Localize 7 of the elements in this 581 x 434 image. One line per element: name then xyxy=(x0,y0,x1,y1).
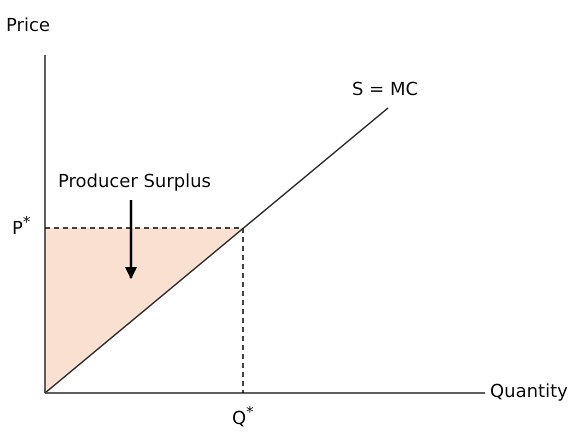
price-mark: P$^{*}$ xyxy=(12,214,30,239)
arrow xyxy=(124,200,138,280)
quantity-mark: Q$^{*}$ xyxy=(232,404,254,429)
area-label: Producer Surplus xyxy=(58,172,211,192)
curve-label: S = MC xyxy=(352,80,418,100)
axis-label: Quantity xyxy=(490,382,568,402)
axis-label: Price xyxy=(6,16,50,36)
